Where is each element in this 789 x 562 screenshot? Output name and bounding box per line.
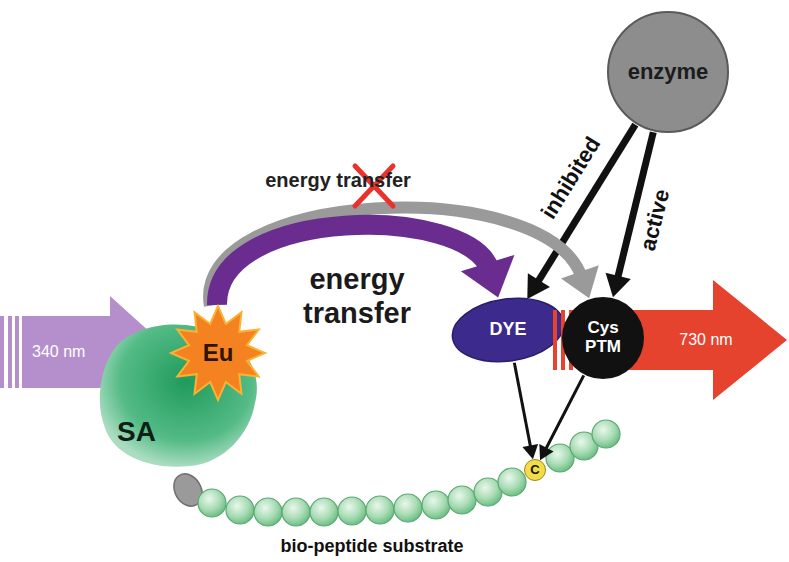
- connector-line: [514, 363, 530, 448]
- peptide-bead: [448, 486, 476, 514]
- arrow-head: [606, 273, 631, 297]
- node-label: Cys PTM: [577, 319, 629, 356]
- arrow-head: [527, 273, 550, 299]
- peptide-bead: [394, 494, 422, 522]
- peptide-bead: [422, 491, 450, 519]
- edge-label: energy transfer: [265, 169, 411, 192]
- node-label: C: [530, 463, 539, 477]
- peptide-bead: [226, 496, 254, 524]
- cysteine-bead: C: [524, 459, 546, 481]
- arrow-head: [522, 444, 538, 459]
- connector-line: [545, 375, 584, 450]
- edge-label: inhibited: [536, 132, 607, 224]
- node-label: 340 nm: [32, 343, 85, 361]
- peptide-bead: [310, 498, 338, 526]
- dye-ellipse: DYE: [450, 297, 566, 363]
- peptide-bead: [592, 420, 620, 448]
- edge-label: energy transfer: [267, 262, 447, 330]
- arrow-head: [539, 444, 553, 460]
- arrow-head: [561, 265, 599, 298]
- europium-star: Eu: [170, 305, 266, 401]
- node-label: Eu: [203, 340, 234, 366]
- node-label: DYE: [489, 320, 526, 340]
- cys-ptm-circle: Cys PTM: [561, 296, 645, 380]
- connector-arrow: [539, 375, 583, 460]
- peptide-beads: [198, 420, 620, 526]
- node-label: 730 nm: [679, 331, 732, 349]
- caption-label: bio-peptide substrate: [280, 536, 463, 557]
- enzyme-circle: enzyme: [606, 10, 730, 134]
- arrow-head: [461, 255, 515, 298]
- peptide-bead: [282, 498, 310, 526]
- peptide-bead: [366, 496, 394, 524]
- peptide-bead: [498, 468, 526, 496]
- node-label: SA: [117, 417, 156, 448]
- peptide-bead: [198, 489, 226, 517]
- peptide-bead: [338, 497, 366, 525]
- connector-arrow: [514, 363, 538, 459]
- peptide-bead: [254, 498, 282, 526]
- node-label: enzyme: [628, 60, 709, 84]
